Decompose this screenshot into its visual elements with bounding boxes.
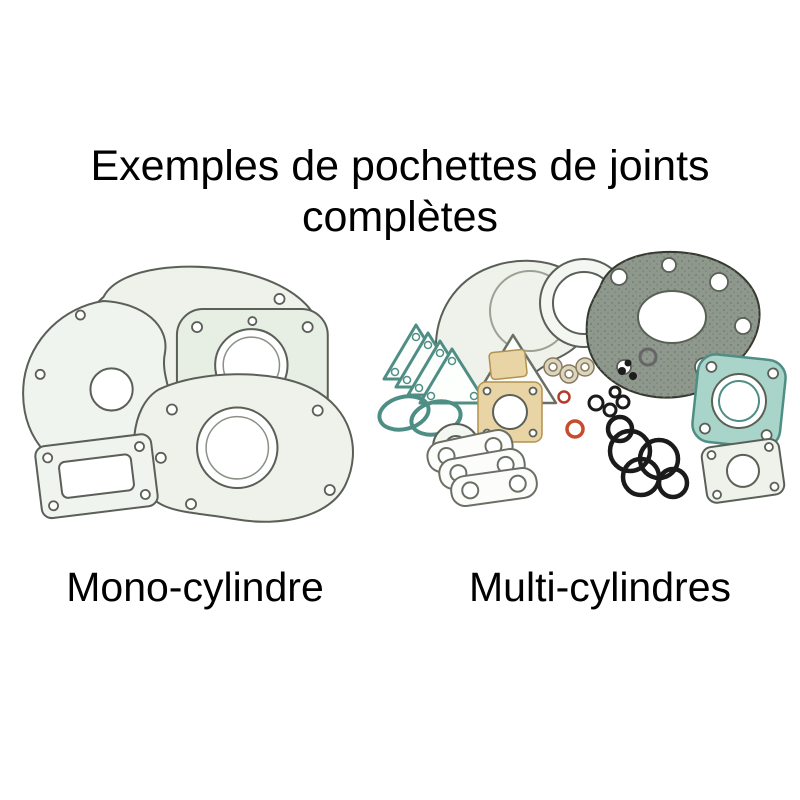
mono-gasket-drawing <box>22 265 354 523</box>
page-title-line1: Exemples de pochettes de joints <box>90 142 710 190</box>
page-title-line2: complètes <box>302 192 498 241</box>
multi-cylinder-label: Multi-cylindres <box>469 564 731 610</box>
page-title: Exemples de pochettes de joints complète… <box>0 141 800 242</box>
multi-gasket-illustration <box>372 244 792 536</box>
multi-gasket-drawing <box>377 250 787 508</box>
mono-gasket-illustration <box>8 256 370 544</box>
mono-cylinder-label: Mono-cylindre <box>66 564 324 610</box>
